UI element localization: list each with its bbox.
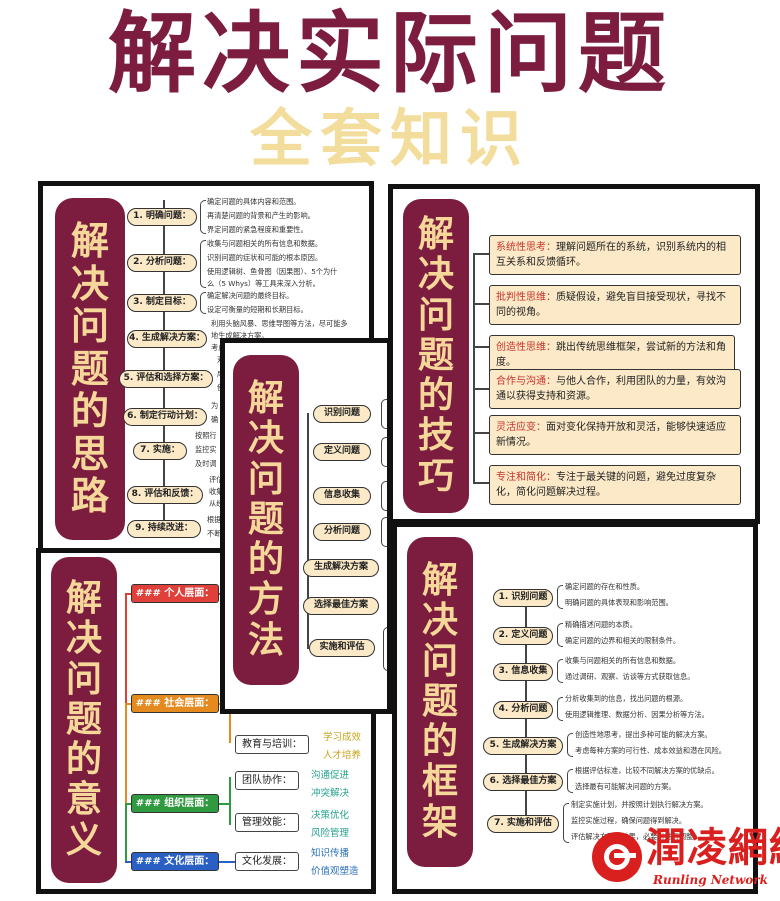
method-generate: 生成解决方案	[303, 559, 379, 577]
meaning-organization: ### 组织层面：	[131, 794, 219, 813]
brand-logo-icon	[592, 832, 642, 882]
thinking-step-2: 2. 分析问题：	[127, 254, 197, 272]
page-title: 解决实际问题	[107, 2, 672, 105]
thinking-step-5: 5. 评估和选择方案：	[119, 370, 213, 388]
tip-flexibility: 灵活应变：面对变化保持开放和灵活，能够快速适应新情况。	[489, 415, 741, 455]
framework-step-3: 3. 信息收集	[493, 663, 553, 681]
framework-step-5: 5. 生成解决方案	[483, 737, 563, 755]
watermark-name: 潤凌網絡	[646, 825, 780, 871]
watermark-english: Runling Network	[653, 873, 768, 887]
thinking-step-3: 3. 制定目标：	[127, 294, 197, 312]
method-analyze: 分析问题	[313, 523, 371, 541]
meaning-teamwork: 团队协作：	[235, 771, 299, 790]
thinking-step-8: 8. 评估和反馈：	[127, 486, 203, 504]
ribbon-methods: 解决问题的方法	[233, 355, 299, 685]
thinking-step-7: 7. 实施：	[133, 442, 187, 460]
tip-collaboration: 合作与沟通：与他人合作，利用团队的力量，有效沟通以获得支持和资源。	[489, 369, 741, 409]
thinking-step-6: 6. 制定行动计划：	[123, 408, 207, 426]
thinking-step-1: 1. 明确问题：	[127, 208, 197, 226]
method-identify: 识别问题	[313, 405, 371, 423]
card-skills: 解决问题的技巧 系统性思考：理解问题所在的系统，识别系统内的相互关系和反馈循环。…	[388, 184, 760, 524]
framework-step-1: 1. 识别问题	[493, 589, 553, 607]
card-methods: 解决问题的方法 识别问题 定义问题 信息收集 分析问题 生成解决方案 选择最佳方…	[220, 338, 392, 714]
tip-focus-simplify: 专注和简化：专注于最关键的问题，避免过度复杂化，简化问题解决过程。	[489, 465, 741, 505]
tip-systems-thinking: 系统性思考：理解问题所在的系统，识别系统内的相互关系和反馈循环。	[489, 235, 741, 275]
card-framework: 解决问题的框架 1. 识别问题 确定问题的存在和性质。 明确问题的具体表现和影响…	[392, 522, 758, 894]
framework-step-7: 7. 实施和评估	[487, 815, 559, 833]
tip-critical-thinking: 批判性思维：质疑假设，避免盲目接受现状，寻找不同的视角。	[489, 285, 741, 325]
page-subtitle: 全套知识	[249, 102, 530, 175]
framework-step-2: 2. 定义问题	[493, 627, 553, 645]
method-select: 选择最佳方案	[303, 597, 379, 615]
ribbon-meaning: 解决问题的意义	[51, 557, 117, 883]
meaning-education: 教育与培训：	[235, 735, 309, 754]
framework-step-4: 4. 分析问题	[493, 701, 553, 719]
method-implement: 实施和评估	[309, 639, 375, 657]
meaning-management: 管理效能：	[235, 813, 299, 832]
method-define: 定义问题	[313, 443, 371, 461]
method-collect: 信息收集	[313, 487, 371, 505]
framework-step-6: 6. 选择最佳方案	[483, 773, 563, 791]
thinking-step-9: 9. 持续改进：	[127, 520, 201, 538]
ribbon-skills: 解决问题的技巧	[403, 199, 469, 513]
meaning-personal: ### 个人层面：	[131, 584, 219, 603]
ribbon-thinking: 解决问题的思路	[55, 198, 125, 540]
tip-creative-thinking: 创造性思维：跳出传统思维框架，尝试新的方法和角度。	[489, 335, 735, 375]
meaning-culture-dev: 文化发展：	[235, 852, 299, 871]
thinking-step-4: 4. 生成解决方案：	[127, 330, 207, 348]
card-meaning: 解决问题的意义 ### 个人层面： ### 社会层面： 教育与培训： 学习成效 …	[36, 548, 376, 894]
meaning-social: ### 社会层面：	[131, 694, 219, 713]
meaning-culture: ### 文化层面：	[131, 852, 219, 871]
ribbon-framework: 解决问题的框架	[407, 537, 473, 867]
